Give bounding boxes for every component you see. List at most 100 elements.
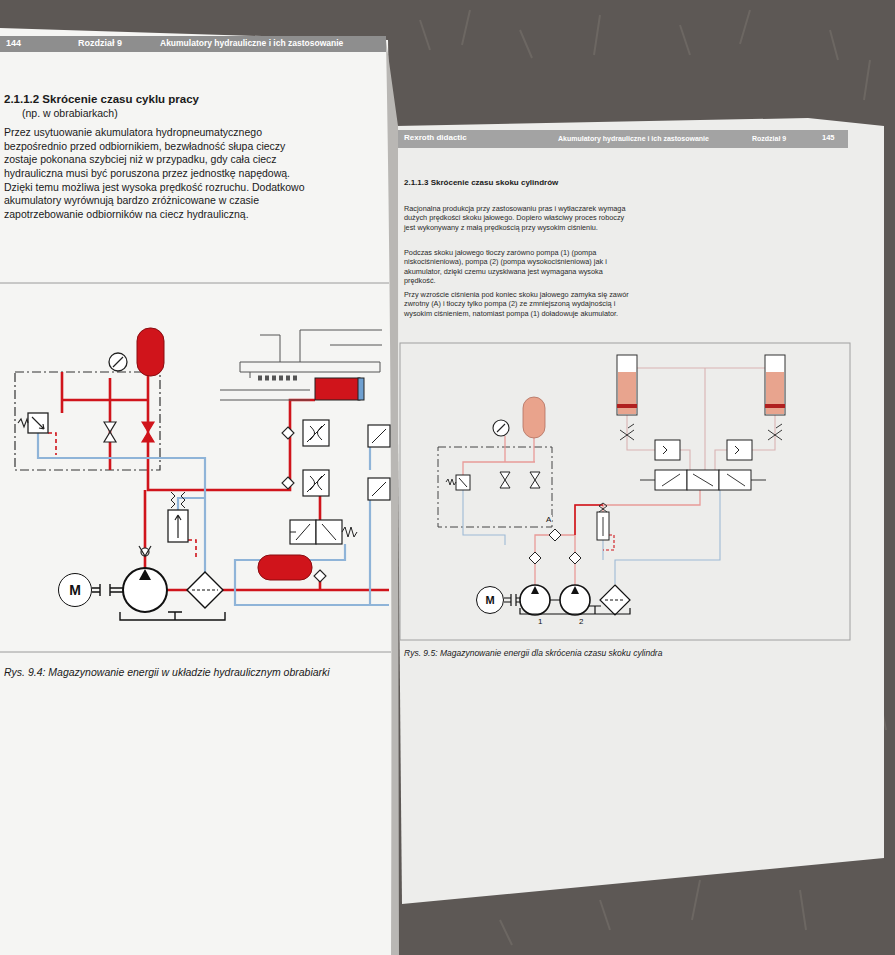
accumulator: [258, 555, 312, 580]
shutoff-valve: [142, 422, 154, 442]
relief-valve: [168, 510, 188, 542]
return-line: [38, 433, 389, 605]
spool-arrow: [290, 524, 336, 540]
spring: [171, 492, 185, 508]
cylinder-line: [627, 355, 775, 470]
pressure-line: [463, 436, 700, 585]
right-header-bar: [398, 130, 848, 148]
publisher-mark: Rexroth didactic: [404, 133, 467, 143]
pump-callout: 1: [537, 617, 543, 627]
pump-callout: 2: [578, 617, 584, 627]
tank: [120, 612, 225, 620]
flow-arrow: [307, 424, 325, 442]
flow-control: [303, 470, 329, 496]
cylinder-cap: [358, 378, 364, 400]
check-seat: [139, 546, 151, 556]
cylinder: [315, 378, 360, 400]
body-text: Przy wzroście ciśnienia pod koniec skoku…: [404, 290, 632, 318]
chapter-label: Rozdział 9: [78, 38, 122, 50]
cylinder-fill: [618, 372, 636, 414]
section-heading: 2.1.1.2 Skrócenie czasu cyklu pracy: [4, 92, 199, 107]
check-valve: [282, 427, 294, 489]
filter-element: [605, 600, 625, 601]
pump-triangle: [571, 586, 579, 594]
spring: [342, 527, 357, 537]
relief-arrow: [32, 417, 44, 429]
coupling: [504, 594, 560, 606]
cylinder: [617, 355, 637, 415]
left-page: [0, 28, 393, 955]
running-header: Akumulatory hydrauliczne i ich zastosowa…: [558, 134, 709, 143]
figure-frame: [400, 343, 850, 640]
page-number: 144: [6, 38, 21, 50]
spool-arrow: [640, 474, 766, 486]
pressure-line: [62, 372, 389, 590]
right-page: [396, 118, 884, 904]
cylinder-fill: [766, 372, 784, 414]
shutoff-valve: [500, 472, 540, 488]
spool-arrow: [372, 429, 386, 496]
section-heading: 2.1.1.3 Skrócenie czasu skoku cylindrów: [404, 178, 558, 188]
pump: [560, 585, 590, 615]
body-text: Przez usytuowanie akumulatora hydropneum…: [4, 126, 306, 221]
pump: [520, 585, 550, 615]
cylinder: [765, 355, 785, 415]
tank: [520, 606, 630, 614]
motor-letter: M: [69, 582, 81, 598]
piston: [617, 404, 637, 408]
pressure-gauge: [109, 353, 127, 371]
spring: [599, 503, 607, 536]
pump-triangle: [139, 569, 151, 580]
figure-rule: [0, 283, 389, 284]
pump-triangle: [531, 586, 539, 594]
gauge-needle: [497, 424, 505, 432]
accumulator: [137, 328, 164, 376]
pump: [123, 568, 167, 612]
motor-letter: M: [485, 594, 494, 606]
machine-rollers: [258, 376, 298, 381]
running-header: Akumulatory hydrauliczne i ich zastosowa…: [160, 38, 343, 49]
figure-rule: [0, 652, 391, 653]
left-header-bar: [0, 36, 386, 52]
chapter-label: Rozdział 9: [752, 134, 786, 143]
power-unit-frame: [438, 447, 552, 527]
valve-callout: A: [545, 515, 552, 525]
body-text: Racjonalna produkcja przy zastosowaniu p…: [404, 204, 632, 232]
section-subheading: (np. w obrabiarkach): [22, 107, 118, 121]
gauge-needle: [113, 357, 123, 367]
relief-arrow: [175, 515, 181, 538]
relief-valve: [28, 413, 48, 433]
directional-valve: [719, 470, 751, 490]
spring: [446, 479, 456, 485]
return-line: [463, 490, 720, 584]
flow-control: [303, 420, 329, 446]
motor-circle: M: [58, 573, 92, 607]
machine-table: [220, 330, 382, 400]
relief-arrow: [459, 478, 467, 487]
pilot-line: [48, 433, 196, 560]
figure-caption: Rys. 9.4: Magazynowanie energii w układz…: [4, 666, 330, 680]
figure-caption: Rys. 9.5: Magazynowanie energii dla skró…: [404, 648, 662, 659]
filter-element: [192, 589, 218, 590]
coupling: [92, 584, 123, 596]
piston: [765, 404, 785, 408]
filter: [187, 572, 223, 608]
filter: [600, 585, 630, 615]
page-number: 145: [822, 133, 835, 143]
pressure-gauge: [493, 420, 509, 436]
relief-valve: [456, 475, 470, 490]
check-seat: [663, 446, 739, 454]
flow-control: [620, 424, 782, 440]
power-unit-frame: [15, 372, 160, 470]
accumulator: [523, 397, 545, 438]
body-text: Podczas skoku jałowego tłoczy zarówno po…: [404, 248, 632, 286]
flow-arrow: [307, 474, 325, 492]
motor-circle: M: [476, 586, 504, 614]
spring: [18, 419, 28, 427]
shutoff-valve: [104, 422, 116, 442]
left-circuit: [15, 328, 390, 620]
check-valve: [529, 529, 581, 564]
check-valve: [314, 570, 326, 582]
